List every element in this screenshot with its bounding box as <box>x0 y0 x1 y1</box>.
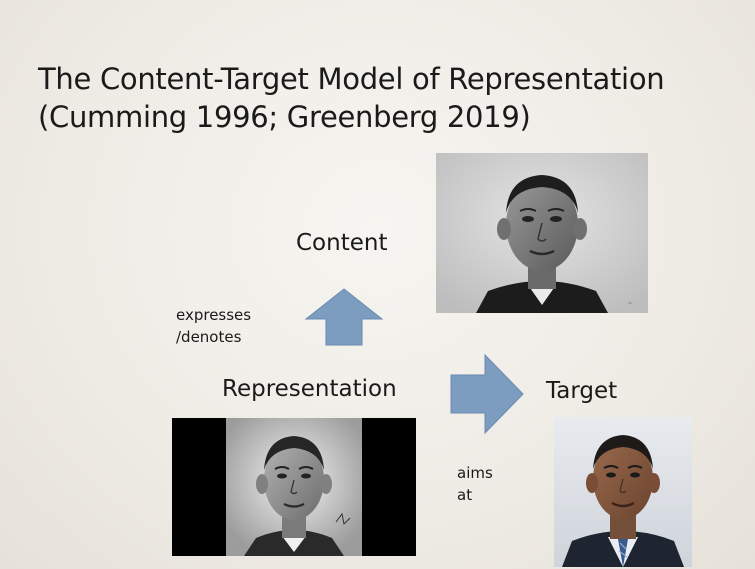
aims-line-1: aims <box>457 464 493 482</box>
slide-title: The Content-Target Model of Representati… <box>38 60 738 136</box>
content-portrait-image: ~ <box>436 153 648 313</box>
expresses-line-1: expresses <box>176 306 252 324</box>
representation-label: Representation <box>222 376 397 402</box>
content-label: Content <box>296 230 388 256</box>
representation-portrait-image <box>172 418 416 556</box>
expresses-line-2: /denotes <box>176 328 242 346</box>
title-line-2: (Cumming 1996; Greenberg 2019) <box>38 100 531 134</box>
expresses-denotes-label: expresses /denotes <box>176 304 251 348</box>
target-label: Target <box>546 378 618 404</box>
up-arrow-icon <box>304 288 384 346</box>
target-portrait-image <box>554 417 692 567</box>
aims-at-label: aims at <box>457 462 493 506</box>
right-arrow-icon <box>450 353 524 435</box>
svg-text:~: ~ <box>628 301 632 307</box>
aims-line-2: at <box>457 486 473 504</box>
title-line-1: The Content-Target Model of Representati… <box>38 62 665 96</box>
